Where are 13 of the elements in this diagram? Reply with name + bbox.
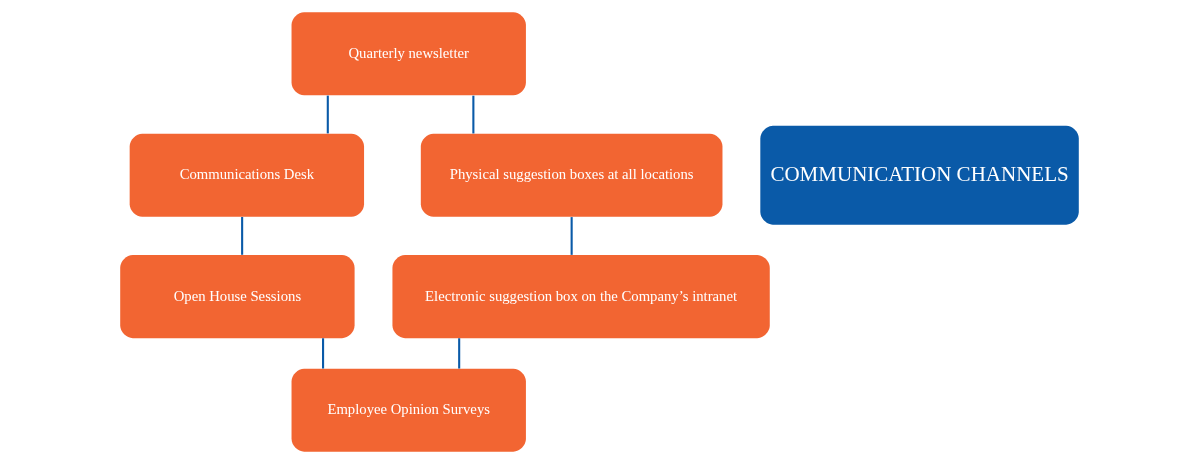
node-box: Physical suggestion boxes at all locations	[420, 133, 723, 217]
node-box: Electronic suggestion box on the Company’s intranet	[392, 255, 770, 339]
node-box: Employee Opinion Surveys	[291, 368, 526, 452]
connector	[326, 95, 329, 134]
node-box: Quarterly newsletter	[291, 12, 526, 96]
node-box: Open House Sessions	[120, 255, 355, 339]
connector	[322, 338, 325, 369]
connector	[570, 217, 573, 255]
node-box: Communications Desk	[129, 133, 365, 217]
connector	[458, 338, 461, 369]
connector	[472, 95, 475, 134]
connector	[241, 217, 244, 255]
node-box: COMMUNICATION CHANNELS	[760, 125, 1079, 225]
